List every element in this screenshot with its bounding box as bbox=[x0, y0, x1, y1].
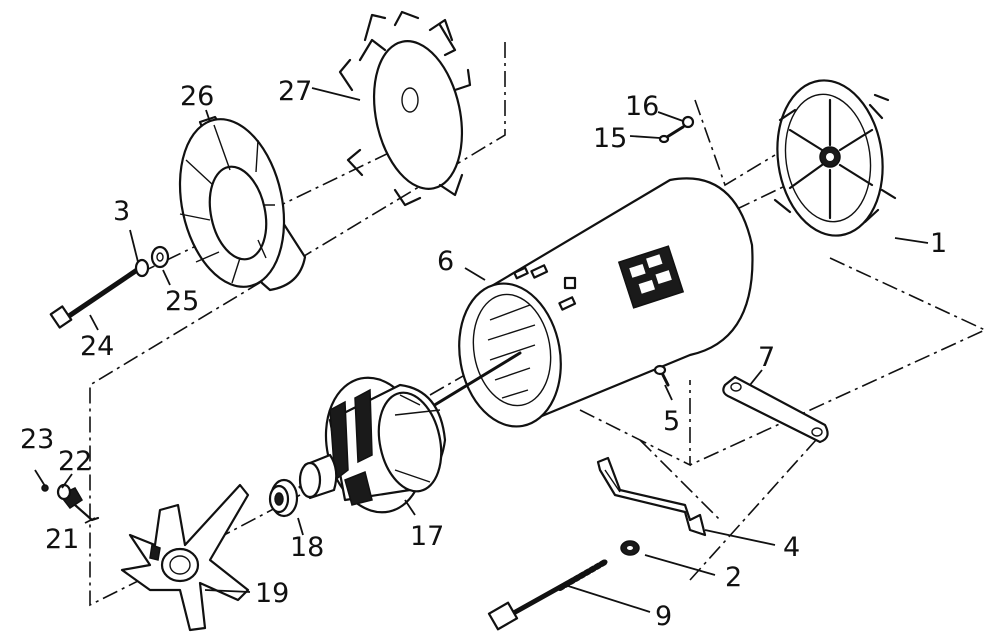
through-bolt bbox=[49, 267, 140, 329]
callout-23: 23 bbox=[20, 424, 54, 455]
bearing bbox=[268, 478, 299, 518]
nameplate bbox=[617, 245, 685, 309]
callouts: 1 2 3 4 5 6 7 9 15 16 17 18 19 21 22 23 … bbox=[20, 76, 947, 632]
callout-22: 22 bbox=[58, 446, 92, 477]
housing-screw bbox=[653, 364, 670, 387]
mounting-strap bbox=[722, 375, 829, 444]
motor-housing bbox=[458, 177, 754, 428]
callout-4: 4 bbox=[783, 532, 800, 563]
lock-washer bbox=[134, 258, 150, 278]
leader-lines bbox=[34, 87, 929, 613]
callout-6: 6 bbox=[437, 246, 454, 277]
callout-1: 1 bbox=[930, 228, 947, 259]
callout-7: 7 bbox=[758, 342, 775, 373]
callout-19: 19 bbox=[255, 578, 289, 609]
base-bolt bbox=[487, 559, 608, 631]
callout-21: 21 bbox=[45, 524, 79, 555]
callout-18: 18 bbox=[290, 532, 324, 563]
cooling-fan bbox=[338, 10, 472, 207]
callout-26: 26 bbox=[180, 81, 214, 112]
mounting-bracket bbox=[120, 483, 250, 632]
callout-2: 2 bbox=[725, 562, 742, 593]
callout-3: 3 bbox=[113, 196, 130, 227]
end-bell-screw bbox=[658, 125, 685, 144]
fan-shroud bbox=[178, 115, 307, 292]
end-bell-washer bbox=[681, 115, 695, 129]
foot-bracket bbox=[596, 456, 707, 537]
callout-16: 16 bbox=[625, 91, 659, 122]
callout-25: 25 bbox=[165, 286, 199, 317]
base-washer bbox=[620, 540, 640, 556]
rotor bbox=[298, 351, 522, 514]
callout-9: 9 bbox=[655, 601, 672, 632]
callout-15: 15 bbox=[593, 123, 627, 154]
flat-washer bbox=[150, 245, 170, 269]
callout-17: 17 bbox=[410, 521, 444, 552]
terminal-clip bbox=[56, 483, 72, 501]
callout-24: 24 bbox=[80, 331, 114, 362]
callout-27: 27 bbox=[278, 76, 312, 107]
callout-5: 5 bbox=[663, 406, 680, 437]
end-bell bbox=[773, 79, 897, 237]
